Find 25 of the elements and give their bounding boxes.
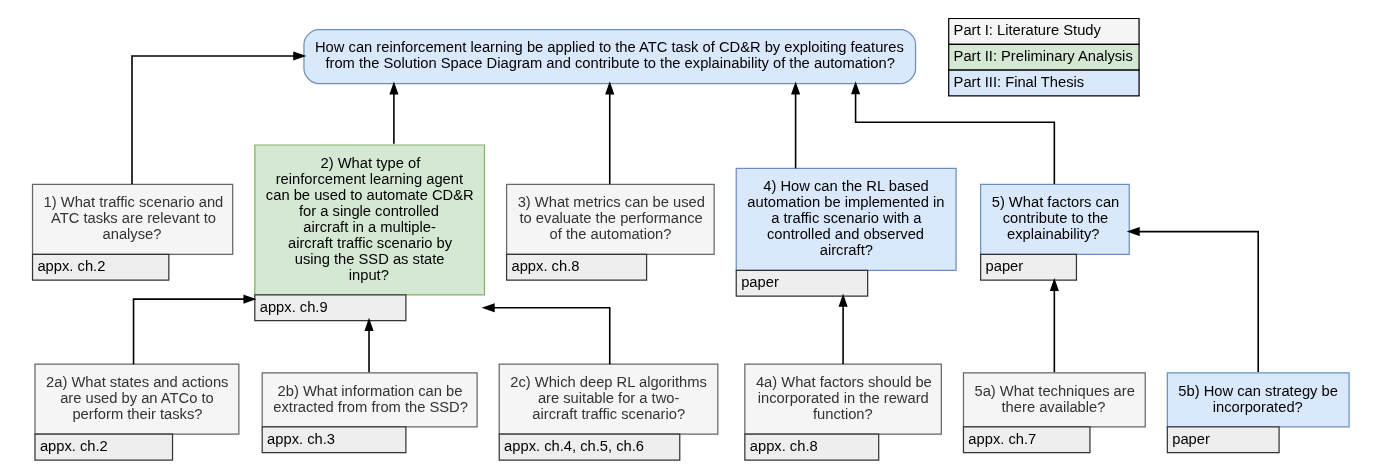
node-label: appx. ch.7 bbox=[967, 430, 1036, 447]
arrow bbox=[790, 81, 800, 170]
arrow bbox=[838, 293, 848, 365]
legend-label: Part II: Preliminary Analysis bbox=[953, 48, 1133, 64]
node-label: appx. ch.2 bbox=[39, 437, 108, 454]
node-label: appx. ch.8 bbox=[511, 258, 579, 275]
node-label: paper bbox=[985, 258, 1023, 275]
legend-label: Part I: Literature Study bbox=[953, 22, 1101, 39]
node-label: appx. ch.3 bbox=[266, 430, 335, 447]
node-label: appx. ch.8 bbox=[749, 437, 818, 454]
node-label: paper bbox=[1171, 430, 1210, 447]
arrow bbox=[1126, 227, 1259, 373]
arrow bbox=[481, 303, 611, 365]
node-label: paper bbox=[740, 273, 779, 290]
arrow bbox=[132, 294, 256, 365]
arrow bbox=[604, 81, 614, 185]
arrow bbox=[363, 317, 374, 373]
node-label: appx. ch.9 bbox=[259, 298, 328, 315]
node-label: appx. ch.2 bbox=[36, 258, 105, 275]
arrow bbox=[850, 81, 1055, 185]
arrow bbox=[388, 81, 398, 145]
arrow bbox=[130, 51, 306, 185]
node-label: appx. ch.4, ch.5, ch.6 bbox=[503, 437, 644, 454]
legend-label: Part III: Final Thesis bbox=[953, 73, 1084, 90]
arrow bbox=[1049, 277, 1059, 373]
